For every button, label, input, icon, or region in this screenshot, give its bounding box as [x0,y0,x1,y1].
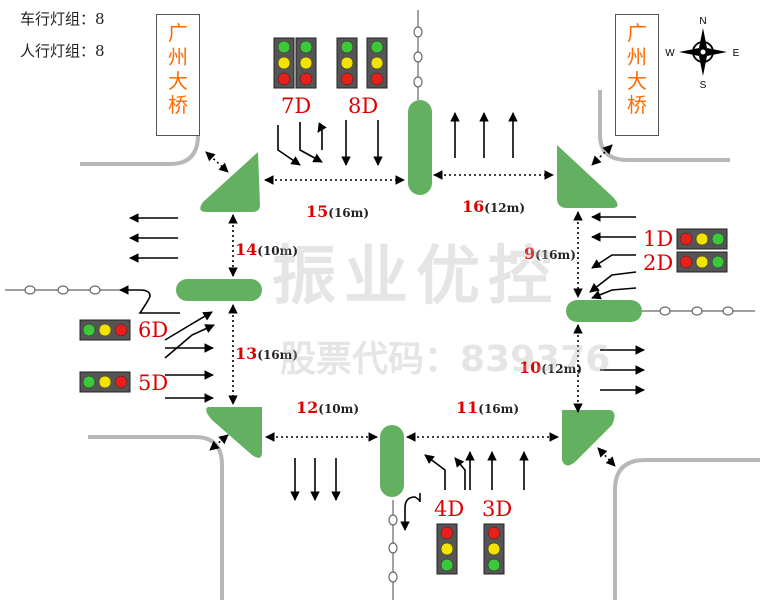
yellow-lamp [487,542,501,556]
yellow-lamp [277,56,291,70]
bridge-left-char: 桥 [168,93,188,117]
green-lamp [340,40,354,54]
crosswalk-10: 10(12m) [519,358,582,377]
traffic-islands [176,100,642,497]
red-lamp [679,232,693,246]
crosswalk-length: (10m) [257,244,299,258]
vehicle-group-count: 车行灯组：8 [20,10,105,28]
compass-e: E [733,48,740,59]
signal-label-4d: 4D [434,497,465,521]
signal-label-2d: 2D [643,251,674,275]
crosswalk-number: 9 [524,244,536,263]
crosswalk-length: (10m) [318,402,360,416]
green-lamp [370,40,384,54]
green-lamp [299,40,313,54]
signal-heads [79,37,728,575]
yellow-lamp [98,375,112,389]
compass-n: N [699,16,706,27]
green-lamp [82,323,96,337]
red-lamp [114,375,128,389]
crosswalk-number: 13 [235,344,258,363]
lane-arrows [119,112,645,531]
signal-head-7d-a [273,37,295,89]
crosswalk-13: 13(16m) [235,344,298,363]
signal-label-3d: 3D [482,497,513,521]
crosswalk-length: (16m) [257,348,299,362]
compass-s: S [700,80,707,91]
signal-head-3d [483,523,505,575]
signal-label-7d: 7D [281,94,312,118]
green-lamp [711,232,725,246]
red-lamp [299,72,313,86]
yellow-lamp [98,323,112,337]
signal-label-5d: 5D [138,371,169,395]
green-lamp [277,40,291,54]
bridge-right-char: 广 [627,21,647,45]
yellow-lamp [695,232,709,246]
crosswalk-number: 10 [519,358,542,377]
green-lamp [440,558,454,572]
pedestrian-group-count: 人行灯组：8 [20,42,105,60]
crosswalk-length: (12m) [484,201,526,215]
crosswalk-number: 12 [296,398,319,417]
bridge-left-char: 大 [168,69,188,93]
signal-head-1d [676,228,728,250]
crosswalk-lines [205,144,616,467]
crosswalk-length: (16m) [535,248,576,262]
crosswalk-number: 16 [462,197,485,216]
crosswalk-15: 15(16m) [306,202,369,221]
red-lamp [114,323,128,337]
crosswalk-length: (16m) [328,206,370,220]
yellow-lamp [370,56,384,70]
median-lines [5,10,755,600]
compass-w: W [665,48,675,59]
crosswalk-length: (16m) [478,402,520,416]
bridge-left-char: 州 [168,45,188,69]
signal-head-6d [79,319,131,341]
red-lamp [487,526,501,540]
signal-head-8d-a [336,37,358,89]
yellow-lamp [440,542,454,556]
crosswalk-number: 11 [456,398,479,417]
bridge-right-char: 桥 [627,93,647,117]
signal-head-4d [436,523,458,575]
signal-head-8d-b [366,37,388,89]
red-lamp [440,526,454,540]
bridge-sign-left: 广 州 大 桥 [156,14,200,136]
crosswalk-14: 14(10m) [235,240,298,259]
green-lamp [487,558,501,572]
red-lamp [277,72,291,86]
compass-icon: N S E W [665,16,739,91]
crosswalk-length: (12m) [541,362,583,376]
red-lamp [340,72,354,86]
signal-label-8d: 8D [348,94,379,118]
bridge-right-char: 州 [627,45,647,69]
red-lamp [370,72,384,86]
red-lamp [679,255,693,269]
signal-label-1d: 1D [643,227,674,251]
watermark-title: 振业优控 [272,240,560,314]
crosswalk-11: 11(16m) [456,398,519,417]
crosswalk-9: 9(16m) [524,244,576,263]
signal-label-6d: 6D [138,318,169,342]
signal-head-7d-b [295,37,317,89]
yellow-lamp [340,56,354,70]
watermark-code: 股票代码：839376 [280,339,611,380]
signal-head-5d [79,371,131,393]
bridge-right-char: 大 [627,69,647,93]
signal-head-2d [676,251,728,273]
crosswalk-number: 15 [306,202,329,221]
green-lamp [711,255,725,269]
crosswalk-number: 14 [235,240,258,259]
bridge-sign-right: 广 州 大 桥 [615,14,659,136]
yellow-lamp [299,56,313,70]
yellow-lamp [695,255,709,269]
crosswalk-16: 16(12m) [462,197,525,216]
bridge-left-char: 广 [168,21,188,45]
crosswalk-12: 12(10m) [296,398,359,417]
green-lamp [82,375,96,389]
